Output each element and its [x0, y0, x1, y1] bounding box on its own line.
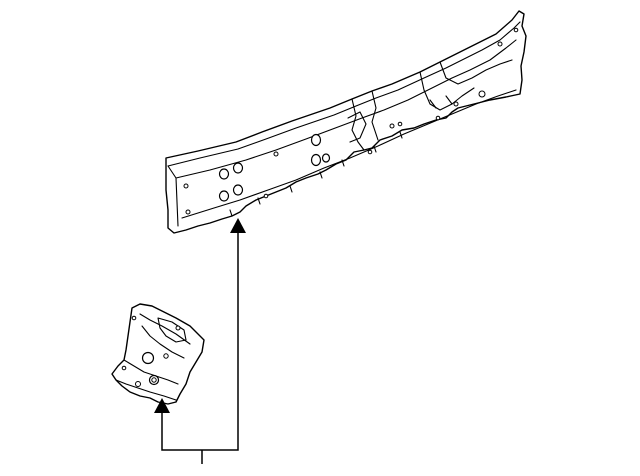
rocker-panel-outline [165, 10, 527, 234]
panel-small-hole-7 [478, 90, 486, 98]
bracket-pocket [157, 317, 187, 343]
top-flange-line-1 [167, 21, 521, 167]
panel-hole-6 [310, 153, 322, 167]
middle-rib [351, 90, 379, 151]
bracket-hole-5 [175, 325, 181, 331]
panel-hole-7 [321, 153, 331, 163]
panel-hole-5 [310, 133, 322, 147]
panel-small-hole-11 [435, 115, 441, 121]
panel-small-hole-8 [497, 41, 503, 47]
panel-small-hole-1 [183, 183, 189, 189]
bracket-flange [123, 359, 179, 385]
leader-line [161, 232, 239, 451]
bracket-rib-2 [141, 325, 185, 359]
bracket-hole-6 [131, 315, 137, 321]
rocker-panel-reinforcement [165, 10, 527, 234]
right-end-detail-3 [429, 95, 453, 109]
right-end-detail-2 [439, 59, 513, 85]
left-end-cap [167, 165, 179, 227]
arrow-to-rocker-panel [230, 218, 246, 233]
panel-small-hole-12 [263, 193, 269, 199]
panel-hole-3 [218, 190, 230, 202]
bracket-lower-edge [115, 379, 177, 401]
panel-hole-1 [218, 168, 230, 180]
panel-small-hole-10 [367, 149, 373, 155]
bracket-hole-3 [135, 381, 141, 387]
panel-hole-4 [232, 184, 244, 196]
panel-small-hole-9 [513, 27, 519, 33]
panel-small-hole-6 [453, 101, 459, 107]
bracket-rib-1 [139, 313, 191, 345]
right-end-detail-1 [419, 71, 475, 111]
bracket-outline [111, 303, 205, 405]
bracket-hole-1 [141, 351, 155, 365]
panel-small-hole-5 [397, 121, 403, 127]
arrow-to-pillar-bracket [154, 398, 170, 413]
bottom-tabs [229, 131, 403, 217]
bracket-hole-4 [163, 353, 169, 359]
bracket-hole-7 [121, 365, 127, 371]
panel-hole-2 [232, 162, 244, 174]
panel-small-hole-4 [389, 123, 395, 129]
top-flange-line-2 [175, 39, 517, 179]
panel-small-hole-3 [273, 151, 279, 157]
panel-small-hole-2 [185, 209, 191, 215]
bracket-hole-2-inner [151, 377, 157, 383]
pillar-bracket [111, 303, 205, 405]
callout-leader [154, 218, 246, 464]
lower-flange-line [181, 89, 517, 219]
middle-bracket [347, 111, 367, 143]
